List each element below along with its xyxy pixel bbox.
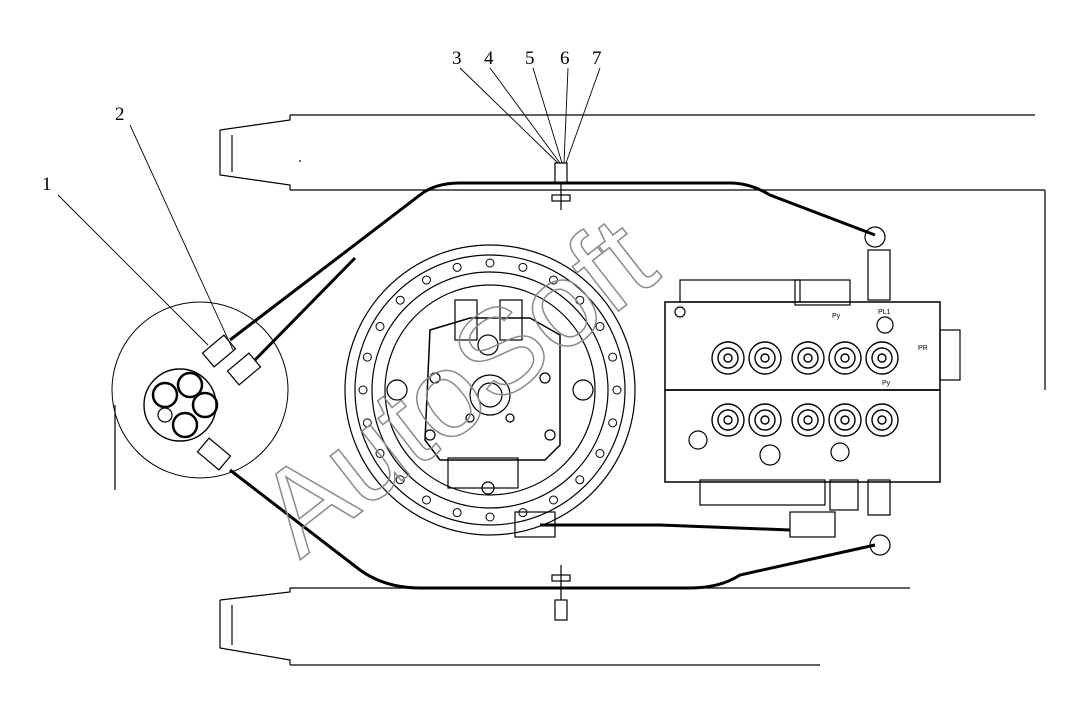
- flange-bolt: [549, 495, 558, 505]
- valve-spool: [717, 347, 739, 369]
- valve-spool: [828, 341, 862, 375]
- flange-bolt: [518, 262, 528, 272]
- flange-bolt: [608, 352, 618, 362]
- valve-spool: [803, 353, 813, 363]
- flange-bolt: [422, 495, 431, 505]
- valve-spool: [834, 409, 856, 431]
- valve-spool: [711, 341, 745, 375]
- flange-bolt: [395, 295, 405, 305]
- flange-bolt: [575, 475, 585, 485]
- flange-bolt: [375, 322, 385, 331]
- valve-spool: [760, 353, 770, 363]
- valve-spool: [828, 403, 862, 437]
- port-label-py-lower: Py: [882, 380, 891, 387]
- callout-7: 7: [592, 48, 602, 69]
- valve-spool: [791, 403, 825, 437]
- callout-4: 4: [484, 48, 494, 69]
- flange-bolt: [362, 352, 372, 362]
- valve-spool: [748, 403, 782, 437]
- valve-spool: [840, 415, 850, 425]
- flange-bolt: [485, 512, 495, 522]
- port-label-pr: PR: [918, 345, 928, 352]
- valve-spool: [797, 409, 819, 431]
- flange-bolt: [452, 508, 462, 518]
- valve-spool: [711, 403, 745, 437]
- valve-spool: [754, 347, 776, 369]
- watermark: AutoSoft: [234, 191, 679, 580]
- valve-spool: [877, 415, 887, 425]
- callout-3: 3: [452, 48, 462, 69]
- callout-1: 1: [42, 174, 52, 195]
- valve-spool: [871, 409, 893, 431]
- valve-spool: [760, 415, 770, 425]
- flange-bolt: [395, 475, 405, 485]
- flange-bolt: [575, 295, 585, 305]
- valve-spool: [723, 353, 733, 363]
- port-label-py-upper: Py: [832, 313, 841, 320]
- valve-spool: [717, 409, 739, 431]
- upper-bolt-assembly: [551, 162, 571, 210]
- valve-spool: [797, 347, 819, 369]
- lower-bolt-assembly: [551, 565, 571, 621]
- callout-leaders: [57, 67, 601, 351]
- valve-spool: [840, 353, 850, 363]
- flange-bolt: [375, 449, 385, 458]
- valve-spool: [865, 341, 899, 375]
- flange-bolt: [595, 322, 605, 331]
- rotary-joint: [111, 301, 289, 490]
- flange-bolt: [452, 262, 462, 272]
- port-label-pl1: PL1: [878, 309, 891, 316]
- valve-spool: [748, 341, 782, 375]
- valve-spool: [877, 353, 887, 363]
- valve-spool: [754, 409, 776, 431]
- valve-spool: [865, 403, 899, 437]
- flange-bolt: [358, 385, 368, 395]
- callout-5: 5: [525, 48, 535, 69]
- valve-spool: [723, 415, 733, 425]
- travel-motor: [344, 244, 636, 536]
- valve-spool: [803, 415, 813, 425]
- flange-bolt: [612, 385, 622, 395]
- hose-loop: [229, 181, 876, 590]
- flange-bolt: [485, 258, 495, 268]
- flange-bolt: [518, 508, 528, 518]
- callout-6: 6: [560, 48, 570, 69]
- valve-spool: [791, 341, 825, 375]
- flange-bolt: [608, 418, 618, 428]
- upper-track-frame: [219, 114, 1046, 390]
- flange-bolt: [595, 449, 605, 458]
- callout-2: 2: [115, 104, 125, 125]
- control-valve: [514, 226, 961, 556]
- valve-spool: [834, 347, 856, 369]
- flange-bolt: [549, 275, 558, 285]
- flange-bolt: [422, 275, 431, 285]
- valve-spool: [871, 347, 893, 369]
- flange-bolt: [362, 418, 372, 428]
